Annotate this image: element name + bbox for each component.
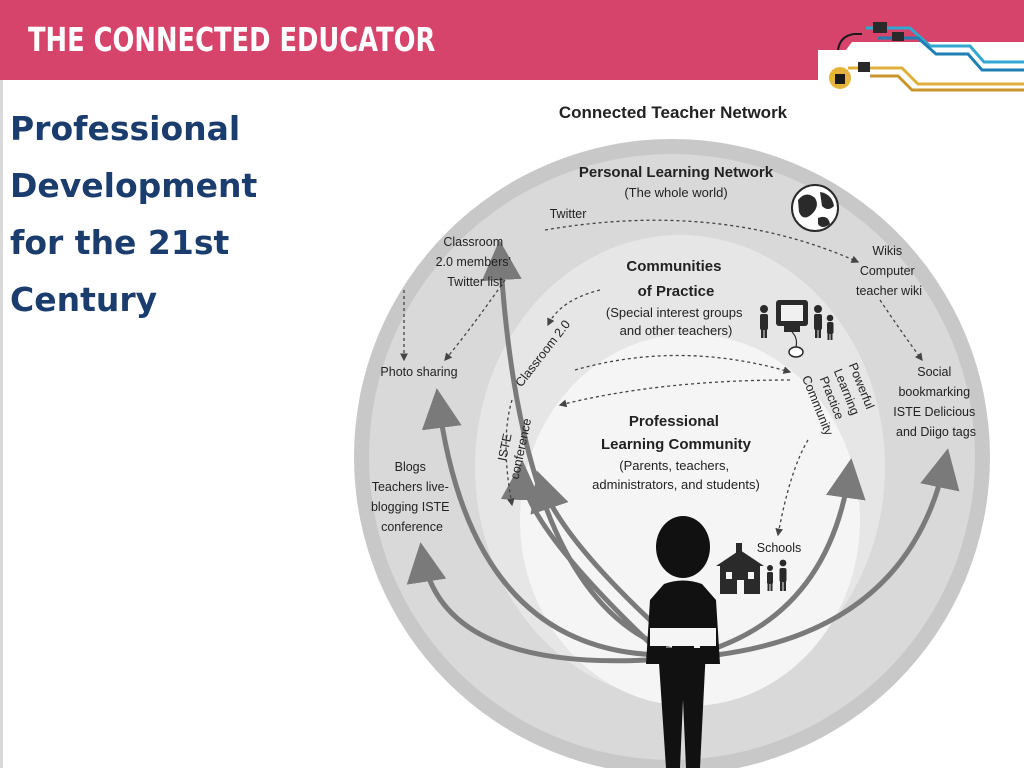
twitter-label: Twitter (550, 207, 587, 221)
schools-people-icon (767, 559, 787, 591)
computer-icon (776, 300, 808, 358)
social-line-3: ISTE Delicious (893, 405, 975, 419)
cop-sub-line-1: (Special interest groups (606, 305, 743, 320)
classroom-list-line-3: Twitter list (447, 275, 503, 289)
photo-sharing-label: Photo sharing (380, 365, 457, 379)
banner-title: THE CONNECTED EDUCATOR (28, 20, 436, 59)
slide-heading: Professional Development for the 21st Ce… (10, 100, 310, 328)
wikis-line-1: Wikis (872, 244, 902, 258)
social-bookmarking-label: Social bookmarking ISTE Delicious and Di… (893, 365, 978, 439)
plc-sub-line-2: administrators, and students) (592, 477, 760, 492)
heading-line-2: Development (10, 166, 258, 205)
heading-line-1: Professional (10, 109, 241, 148)
pln-title: Personal Learning Network (579, 164, 774, 181)
pln-subtitle: (The whole world) (624, 185, 727, 200)
wikis-label: Wikis Computer teacher wiki (856, 244, 922, 298)
plc-title-line-1: Professional (629, 413, 719, 430)
blogs-line-2: Teachers live- (372, 480, 449, 494)
blogs-line-1: Blogs (395, 460, 426, 474)
classroom-list-line-1: Classroom (443, 235, 503, 249)
dotted-links (400, 219, 923, 537)
blogs-line-4: conference (381, 520, 443, 534)
plc-subtitle: (Parents, teachers, administrators, and … (592, 458, 760, 492)
plc-title-line-2: Learning Community (601, 436, 752, 453)
left-rule (0, 80, 3, 768)
blogs-line-3: blogging ISTE (371, 500, 450, 514)
connected-teacher-network-diagram: Connected Teacher Network (354, 103, 990, 768)
heading-line-3: for the 21st (10, 223, 230, 262)
wikis-line-3: teacher wiki (856, 284, 922, 298)
heading-line-4: Century (10, 280, 158, 319)
classroom-list-line-2: 2.0 members' (436, 255, 511, 269)
cop-subtitle: (Special interest groups and other teach… (606, 305, 746, 338)
cop-title-line-1: Communities (626, 258, 721, 275)
diagram-title: Connected Teacher Network (559, 103, 788, 122)
cop-sub-line-2: and other teachers) (620, 323, 733, 338)
person-icon (646, 516, 720, 768)
cop-title: Communities of Practice (626, 258, 725, 300)
classroom-list-label: Classroom 2.0 members' Twitter list (436, 235, 515, 289)
iste-line-1: ISTE (495, 432, 514, 462)
people-icon (760, 305, 834, 340)
plc-title: Professional Learning Community (601, 413, 752, 453)
schoolhouse-icon (716, 543, 764, 594)
social-line-2: bookmarking (898, 385, 970, 399)
blogs-label: Blogs Teachers live- blogging ISTE confe… (371, 460, 453, 534)
social-line-4: and Diigo tags (896, 425, 976, 439)
cop-title-line-2: of Practice (638, 283, 715, 300)
social-line-1: Social (917, 365, 951, 379)
globe-icon (791, 184, 839, 232)
cable-logo-icon (818, 22, 1024, 96)
title-banner: THE CONNECTED EDUCATOR (0, 0, 1024, 80)
wikis-line-2: Computer (860, 264, 915, 278)
plc-sub-line-1: (Parents, teachers, (619, 458, 729, 473)
outreach-arrows (406, 240, 960, 664)
schools-label: Schools (757, 541, 801, 555)
